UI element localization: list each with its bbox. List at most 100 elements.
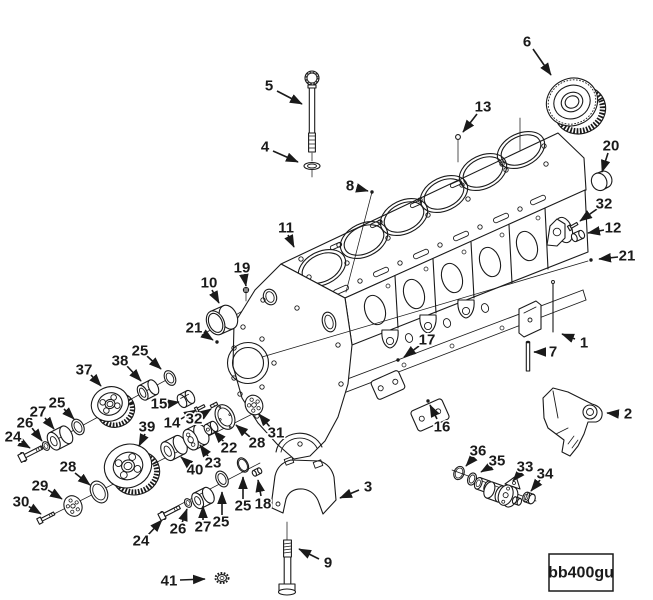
rear-lifting-bracket [546, 218, 566, 247]
callout-arrow-6 [532, 48, 552, 76]
part-15-bushing [176, 389, 196, 409]
callout-arrow-25 [146, 355, 162, 370]
callout-label-32: 32 [596, 196, 613, 213]
callout-label-27: 27 [195, 519, 212, 536]
part-6-gear [545, 77, 607, 135]
callout-arrow-18 [255, 479, 265, 497]
part-3-bearing-cap [271, 456, 337, 541]
part-5-bolt [304, 70, 320, 162]
part-24-bolt-a [17, 445, 44, 463]
camshaft-front-bore [262, 288, 278, 306]
callout-label-38: 38 [112, 353, 129, 370]
callout-label-15: 15 [151, 396, 168, 413]
callout-arrow-21 [200, 329, 214, 341]
callout-arrow-22 [213, 430, 226, 444]
part-13-screw [455, 134, 461, 163]
callout-arrow-37 [89, 373, 102, 387]
callout-arrow-28 [235, 424, 251, 438]
callout-arrow-10 [209, 289, 220, 304]
callout-label-34: 34 [537, 466, 554, 483]
callout-arrow-28 [74, 472, 91, 486]
part-12-plug [570, 229, 586, 243]
front-gear-housing [226, 263, 353, 460]
callout-label-16: 16 [434, 419, 451, 436]
part-18-pin [251, 467, 263, 477]
callout-arrow-26 [30, 427, 43, 442]
callout-label-35: 35 [489, 453, 506, 470]
callout-label-23: 23 [205, 455, 222, 472]
callout-arrow-5 [276, 90, 303, 105]
callout-label-33: 33 [517, 459, 534, 476]
part-7-pin [525, 340, 531, 372]
part-38-bushing [136, 379, 160, 401]
callout-label-21: 21 [186, 320, 203, 337]
part-41-nut [214, 572, 230, 584]
side-plug-bore [321, 311, 337, 333]
callout-label-1: 1 [580, 335, 588, 352]
callout-label-25: 25 [235, 498, 252, 515]
callout-label-18: 18 [255, 496, 272, 513]
callout-arrow-29 [47, 488, 63, 500]
callout-label-37: 37 [76, 362, 93, 379]
part-21-dot-rear [589, 258, 593, 262]
callout-arrow-31 [258, 413, 271, 428]
callout-label-27: 27 [30, 404, 47, 421]
part-28-ring-a [214, 404, 236, 430]
part-25-ring-a [163, 370, 177, 386]
side-ribs [394, 207, 549, 329]
callout-arrow-35 [480, 461, 494, 473]
callout-arrow-16 [429, 404, 440, 420]
side-windows [363, 215, 574, 326]
callout-label-10: 10 [201, 275, 218, 292]
part-26-washer-a [41, 441, 51, 451]
part-1-bolt [551, 280, 555, 333]
part-33-adapter [473, 475, 523, 508]
part-22-cap [203, 420, 219, 436]
figure-code: bb400gu [548, 565, 614, 582]
part-25-ring-d [215, 470, 229, 488]
callout-arrow-36 [465, 453, 478, 467]
callout-label-32: 32 [186, 411, 203, 428]
callout-label-3: 3 [364, 479, 372, 496]
callout-label-25: 25 [49, 395, 66, 412]
part-39-gear [103, 443, 161, 496]
callout-arrow-12 [587, 226, 605, 236]
callout-arrow-20 [601, 152, 611, 173]
callout-arrow-26 [178, 508, 188, 524]
part-26-washer-b [183, 498, 193, 508]
callout-label-41: 41 [161, 573, 178, 590]
part-34-nut [522, 491, 536, 505]
part-25-ring-c [236, 457, 250, 473]
callout-arrow-32 [198, 408, 212, 420]
part-8-stud [370, 190, 374, 194]
cylinder-bore-4 [419, 175, 469, 213]
mount-bracket-a [370, 370, 406, 400]
callout-label-36: 36 [470, 443, 487, 460]
callout-arrow-15 [166, 399, 180, 409]
cam-follower-bosses [381, 299, 490, 349]
callout-arrow-24 [17, 437, 31, 449]
callout-arrow-39 [138, 433, 149, 447]
part-28-ring-b [89, 480, 109, 504]
callout-label-12: 12 [605, 220, 622, 237]
callout-arrow-38 [126, 365, 142, 382]
callout-label-2: 2 [624, 406, 632, 423]
callout-label-26: 26 [17, 415, 34, 432]
part-36-oring [453, 465, 465, 481]
callout-arrow-34 [530, 478, 543, 492]
deck-slots [329, 179, 546, 296]
callout-label-24: 24 [133, 533, 150, 550]
callout-label-11: 11 [278, 220, 294, 237]
callout-label-17: 17 [419, 332, 436, 349]
callout-arrow-23 [199, 444, 211, 458]
callout-arrow-30 [27, 503, 42, 515]
callout-arrow-19 [239, 273, 249, 287]
part-30-bolt [36, 511, 56, 525]
callout-arrow-14 [180, 409, 197, 421]
callout-label-25: 25 [213, 514, 230, 531]
callout-arrow-41 [179, 574, 206, 585]
part-20-plug [590, 170, 613, 192]
